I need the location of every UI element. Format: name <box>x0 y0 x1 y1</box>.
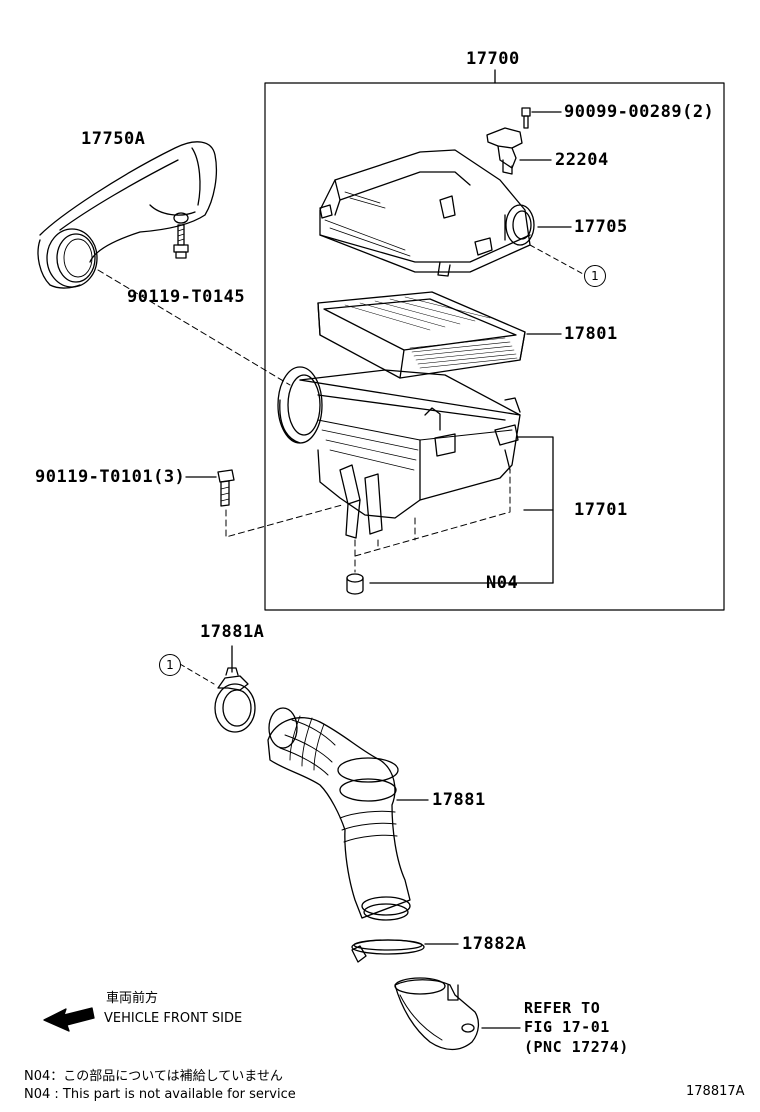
front-arrow-icon <box>43 1007 95 1032</box>
bolt-90119-T0101-drawing <box>217 469 235 507</box>
label-17881[interactable]: 17881 <box>432 790 486 810</box>
reference-duct-drawing <box>394 977 480 1051</box>
cleaner-cap-17705-drawing <box>319 149 535 277</box>
assembly-frame <box>264 82 725 611</box>
refer-to-line1: REFER TO <box>524 999 601 1017</box>
label-90119-T0145[interactable]: 90119-T0145 <box>127 287 246 307</box>
refer-to-line3: (PNC 17274) <box>524 1038 629 1056</box>
label-90119-T0101[interactable]: 90119-T0101(3) <box>35 467 186 487</box>
label-17882A[interactable]: 17882A <box>462 934 527 954</box>
bolt-90099-00289-drawing <box>521 107 531 129</box>
note-jp: N04：この部品については補給していません <box>24 1069 283 1084</box>
ref-circle-1-lower: 1 <box>159 654 181 676</box>
label-17705[interactable]: 17705 <box>574 217 628 237</box>
note-en: N04 : This part is not available for ser… <box>24 1087 296 1102</box>
label-22204[interactable]: 22204 <box>555 150 609 170</box>
label-17701[interactable]: 17701 <box>574 500 628 520</box>
air-flow-meter-22204-drawing <box>486 127 523 175</box>
figure-id: 178817A <box>686 1084 745 1099</box>
cleaner-case-17701-drawing <box>277 366 521 539</box>
label-90099-00289[interactable]: 90099-00289(2) <box>564 102 715 122</box>
vehicle-front-jp: 車両前方 <box>106 991 159 1006</box>
hose-clamp-17882A-drawing <box>351 939 425 963</box>
label-17881A[interactable]: 17881A <box>200 622 265 642</box>
vehicle-front-en: VEHICLE FRONT SIDE <box>104 1011 243 1026</box>
label-17750A[interactable]: 17750A <box>81 129 146 149</box>
label-N04[interactable]: N04 <box>486 573 519 593</box>
inlet-duct-drawing <box>37 141 218 289</box>
label-17700[interactable]: 17700 <box>466 49 520 69</box>
hose-clamp-17881A-drawing <box>214 667 256 733</box>
bolt-90119-T0145-drawing <box>173 224 189 259</box>
ref-circle-1-upper: 1 <box>584 265 606 287</box>
label-17801[interactable]: 17801 <box>564 324 618 344</box>
intake-hose-17881-drawing <box>267 707 411 921</box>
grommet-N04-drawing <box>346 573 364 595</box>
air-filter-element-17801-drawing <box>317 291 526 379</box>
refer-to-line2[interactable]: FIG 17-01 <box>524 1018 610 1036</box>
